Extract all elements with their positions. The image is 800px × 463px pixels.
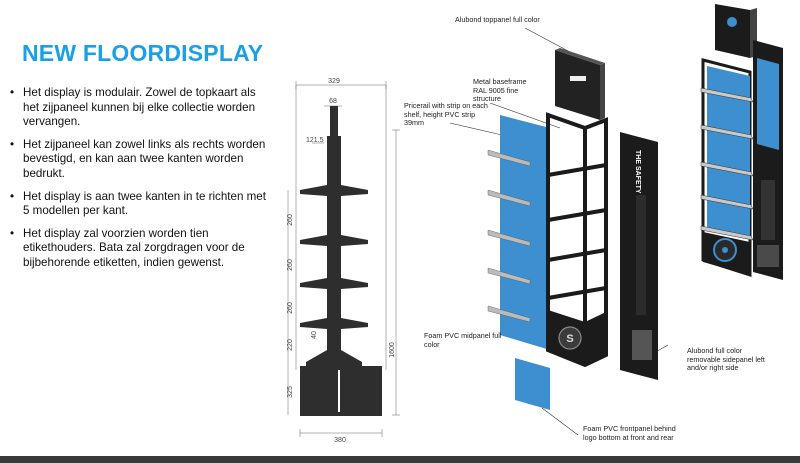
dim-shelf-2: 260	[287, 259, 294, 271]
bullet-text: Het zijpaneel kan zowel links als rechts…	[23, 137, 266, 180]
assembled-side-panel	[753, 40, 783, 280]
assembled-top-card	[715, 4, 757, 58]
bullet-list: • Het display is modulair. Zowel de topka…	[10, 86, 272, 279]
label-toppanel: Alubond toppanel full color	[455, 15, 540, 24]
top-card	[555, 48, 605, 120]
bullet-item: • Het display zal voorzien worden tien et…	[10, 227, 272, 271]
mid-panel	[500, 115, 550, 350]
slide-title: NEW FLOORDISPLAY	[22, 40, 264, 66]
bullet-text: Het display is modulair. Zowel de topkaa…	[23, 86, 256, 129]
side-panel-brand: THE SAFETY SHOE	[634, 150, 641, 216]
label-pricerail: Pricerail with strip on each shelf, heig…	[404, 101, 488, 128]
exploded-view: S THE SAFETY SHOE	[449, 27, 669, 436]
dim-height: 1600	[389, 342, 396, 358]
assembled-frame	[700, 58, 754, 278]
bullet-text: Het display is aan twee kanten in te ric…	[23, 189, 266, 218]
side-panel: THE SAFETY SHOE	[620, 132, 658, 380]
dim-shelf-1: 260	[287, 214, 294, 226]
bullet-symbol: •	[10, 86, 15, 99]
dim-base: 380	[334, 437, 346, 444]
footer-bar	[0, 456, 800, 463]
label-frontpanel: Foam PVC frontpanel behind logo bottom a…	[583, 424, 676, 442]
bullet-item: • Het display is modulair. Zowel de topka…	[10, 86, 272, 130]
dim-width-top: 329	[328, 78, 340, 85]
bullet-text: Het display zal voorzien worden tien eti…	[23, 226, 245, 269]
base-logo-mark: S	[566, 333, 573, 345]
drawing-silhouette	[300, 106, 382, 416]
base-box: S	[548, 310, 606, 365]
bullet-item: • Het display is aan twee kanten in te ri…	[10, 190, 272, 219]
dim-offset: 121.5	[306, 137, 324, 144]
dim-shelf-4: 220	[287, 339, 294, 351]
label-midpanel: Foam PVC midpanel full color	[424, 331, 502, 349]
price-rails	[487, 149, 531, 323]
bullet-symbol: •	[10, 226, 15, 240]
bullet-item: • Het zijpaneel kan zowel links als recht…	[10, 138, 272, 182]
dim-inner: 68	[329, 98, 337, 105]
assembled-view	[700, 4, 783, 280]
front-panel	[515, 358, 550, 410]
label-baseframe: Metal baseframe RAL 9005 fine structure	[473, 77, 527, 104]
bullet-symbol: •	[10, 189, 15, 203]
bullet-symbol: •	[10, 137, 15, 151]
technical-drawing: 329 68 121.5 1600 380 260 260 260 220 32…	[287, 78, 400, 444]
dim-shelf-3: 260	[287, 302, 294, 314]
label-sidepanel: Alubond full color removable sidepanel l…	[687, 346, 765, 373]
dim-shelf-5: 325	[287, 386, 294, 398]
dim-small: 40	[311, 331, 318, 339]
